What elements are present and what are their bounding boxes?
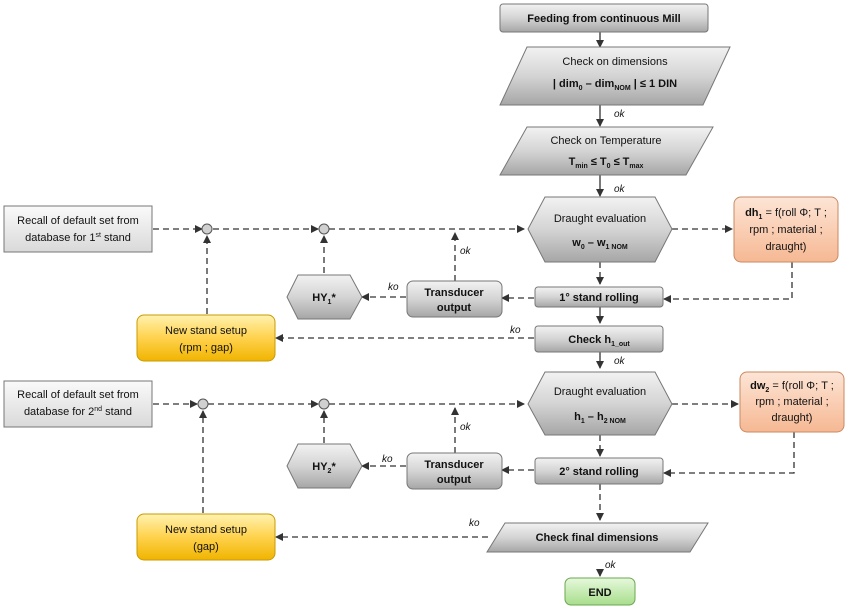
check-temp-title: Check on Temperature	[550, 135, 661, 147]
edge-labels: ok ok ok ko ko ok ok ko ko ok	[382, 109, 626, 571]
stand2-text: 2° stand rolling	[559, 466, 639, 478]
label-ko: ko	[388, 282, 399, 293]
node-draught-eval-1: Draught evaluation w0 – w1 NOM	[527, 196, 673, 263]
check-final-text: Check final dimensions	[536, 532, 659, 544]
stand1-text: 1° stand rolling	[559, 292, 639, 304]
node-end: END	[564, 577, 636, 606]
hy1-text: HY1*	[312, 292, 336, 306]
node-setup-1: New stand setup (rpm ; gap)	[136, 314, 276, 362]
check-temp-formula: Tmin ≤ T0 ≤ Tmax	[569, 156, 644, 170]
recall1-line1: Recall of default set from	[17, 215, 139, 227]
recall2-line2: database for 2nd stand	[24, 406, 132, 418]
label-ok: ok	[614, 184, 626, 195]
draught1-title: Draught evaluation	[554, 213, 646, 225]
node-draught-eval-2: Draught evaluation h1 – h2 NOM	[527, 371, 673, 436]
transducer2-line1: Transducer	[424, 459, 484, 471]
node-recall-stand1: Recall of default set from database for …	[3, 205, 153, 253]
node-feed-text: Feeding from continuous Mill	[527, 13, 680, 25]
dh1-line1: dh1 = f(roll Φ; T ;	[745, 207, 827, 221]
dh1-line3: draught)	[766, 241, 807, 253]
hy2-text: HY2*	[312, 461, 336, 475]
draught2-formula: h1 – h2 NOM	[574, 411, 626, 425]
node-dw2: dw2 = f(roll Φ; T ; rpm ; material ; dra…	[739, 371, 845, 433]
label-ok: ok	[460, 246, 472, 257]
node-feed: Feeding from continuous Mill	[499, 3, 709, 33]
node-hy2: HY2*	[286, 443, 363, 489]
node-dh1: dh1 = f(roll Φ; T ; rpm ; material ; dra…	[733, 196, 839, 263]
draught2-title: Draught evaluation	[554, 386, 646, 398]
node-setup-2: New stand setup (gap)	[136, 513, 276, 561]
dw2-line3: draught)	[772, 412, 813, 424]
check-dim-title: Check on dimensions	[562, 56, 668, 68]
label-ko: ko	[469, 518, 480, 529]
label-ok: ok	[614, 109, 626, 120]
label-ko: ko	[382, 454, 393, 465]
node-stand1-rolling: 1° stand rolling	[534, 286, 664, 308]
check-h-text: Check h1_out	[568, 334, 630, 348]
label-ok: ok	[605, 560, 617, 571]
recall2-line1: Recall of default set from	[17, 389, 139, 401]
check-dim-formula: | dim0 – dimNOM | ≤ 1 DIN	[553, 78, 677, 92]
transducer1-line1: Transducer	[424, 287, 484, 299]
connectors	[153, 32, 795, 577]
junction-circle-1a	[201, 223, 213, 235]
node-check-dimensions: Check on dimensions | dim0 – dimNOM | ≤ …	[499, 46, 731, 106]
junction-circle-1b	[318, 223, 330, 235]
node-transducer-2: Transducer output	[406, 452, 503, 490]
junction-circle-2b	[318, 398, 330, 410]
transducer1-line2: output	[437, 302, 472, 314]
label-ok: ok	[614, 356, 626, 367]
label-ok: ok	[460, 422, 472, 433]
node-transducer-1: Transducer output	[406, 280, 503, 318]
dh1-line2: rpm ; material ;	[749, 224, 822, 236]
node-stand2-rolling: 2° stand rolling	[534, 457, 664, 485]
junction-circle-2a	[197, 398, 209, 410]
node-recall-stand2: Recall of default set from database for …	[3, 380, 153, 428]
edge-dw2-to-stand2	[663, 432, 795, 477]
setup1-line2: (rpm ; gap)	[179, 342, 233, 354]
setup2-line1: New stand setup	[165, 524, 247, 536]
dw2-line1: dw2 = f(roll Φ; T ;	[750, 380, 834, 394]
setup2-line2: (gap)	[193, 541, 219, 553]
end-text: END	[588, 587, 611, 599]
transducer2-line2: output	[437, 474, 472, 486]
draught1-formula: w0 – w1 NOM	[571, 237, 628, 251]
edge-dh1-to-stand1	[663, 262, 793, 303]
node-hy1: HY1*	[286, 274, 363, 320]
node-check-h1out: Check h1_out	[534, 325, 664, 353]
label-ko: ko	[510, 325, 521, 336]
node-check-temperature: Check on Temperature Tmin ≤ T0 ≤ Tmax	[499, 126, 714, 176]
dw2-line2: rpm ; material ;	[755, 396, 828, 408]
recall1-line2: database for 1st stand	[25, 232, 131, 244]
node-check-final: Check final dimensions	[486, 522, 709, 553]
setup1-line1: New stand setup	[165, 325, 247, 337]
